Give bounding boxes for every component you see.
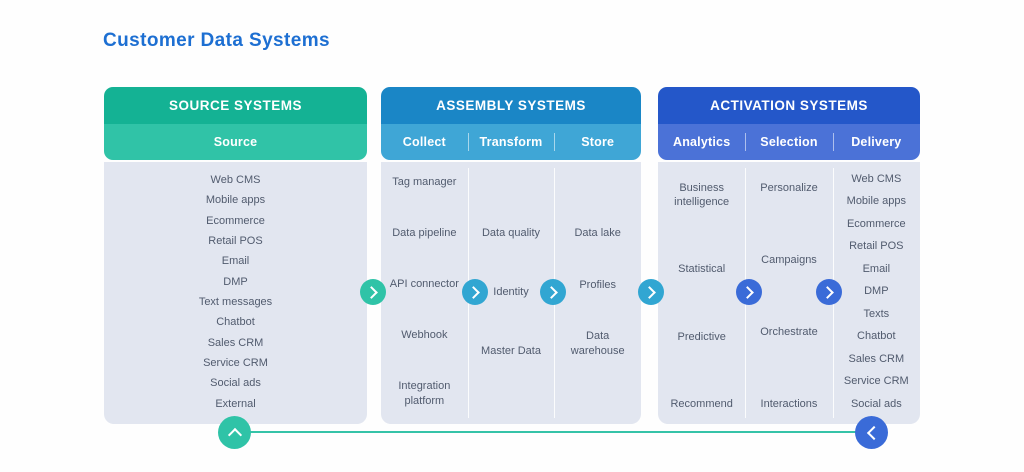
panel-assembly-title: ASSEMBLY SYSTEMS bbox=[381, 87, 641, 124]
list-item: Data quality bbox=[481, 227, 541, 239]
column-header-transform: Transform bbox=[467, 124, 555, 160]
list-item: Email bbox=[862, 262, 891, 275]
list-item: Service CRM bbox=[203, 356, 268, 369]
list-item: Texts bbox=[863, 307, 890, 320]
list-item: Sales CRM bbox=[207, 336, 264, 349]
column-header-delivery: Delivery bbox=[832, 124, 920, 160]
column-header-store: Store bbox=[554, 124, 641, 160]
chevron-right-icon bbox=[364, 285, 378, 299]
list-item: Mobile apps bbox=[205, 194, 266, 207]
store-to-analytics-arrow bbox=[638, 279, 664, 305]
list-item: Web CMS bbox=[210, 174, 261, 186]
list-item: DMP bbox=[864, 285, 889, 298]
list-item: Master Data bbox=[481, 344, 541, 357]
transform-to-store-arrow bbox=[540, 279, 566, 305]
list-item: Web CMS bbox=[851, 173, 902, 185]
chevron-right-icon bbox=[544, 285, 558, 299]
chevron-right-icon bbox=[820, 285, 834, 299]
list-item: Tag manager bbox=[392, 176, 457, 188]
column-header-source: Source bbox=[213, 135, 258, 149]
list-item: DMP bbox=[223, 275, 248, 288]
panel-activation-title: ACTIVATION SYSTEMS bbox=[658, 87, 920, 124]
list-item: External bbox=[215, 397, 256, 410]
list-item: Service CRM bbox=[843, 375, 909, 388]
page-title: Customer Data Systems bbox=[103, 30, 330, 51]
analytics-to-selection-arrow bbox=[736, 279, 762, 305]
selection-to-delivery-arrow bbox=[816, 279, 842, 305]
list-item: Chatbot bbox=[857, 330, 896, 343]
list-item: Retail POS bbox=[208, 234, 263, 247]
chevron-right-icon bbox=[740, 285, 754, 299]
list-item: Identity bbox=[493, 285, 529, 298]
column-header-selection: Selection bbox=[745, 124, 832, 160]
list-item: Statistical bbox=[678, 263, 726, 276]
list-item: Data lake bbox=[574, 227, 621, 239]
list-item: Recommend bbox=[670, 397, 733, 410]
list-item: Chatbot bbox=[216, 316, 255, 329]
chevron-right-icon bbox=[642, 285, 656, 299]
list-item: Ecommerce bbox=[206, 214, 265, 227]
collect-to-transform-arrow bbox=[462, 279, 488, 305]
feedback-loop-line bbox=[249, 431, 856, 433]
panel-source-title: SOURCE SYSTEMS bbox=[104, 87, 367, 124]
list-item: Mobile apps bbox=[846, 195, 906, 208]
list-item: API connector bbox=[389, 278, 459, 291]
list-item: Data pipeline bbox=[392, 227, 457, 240]
chevron-right-icon bbox=[466, 285, 480, 299]
list-item: Interactions bbox=[760, 397, 818, 410]
source-to-collect-arrow bbox=[360, 279, 386, 305]
list-item: Predictive bbox=[677, 330, 726, 343]
list-item: Text messages bbox=[198, 295, 273, 308]
list-item: Retail POS bbox=[849, 240, 904, 253]
panel-source-subheader: Source bbox=[104, 124, 367, 160]
list-item: Profiles bbox=[579, 278, 617, 291]
column-header-collect: Collect bbox=[402, 135, 446, 149]
list-item: Ecommerce bbox=[846, 217, 906, 230]
column-header-analytics: Analytics bbox=[672, 135, 731, 149]
list-item: Orchestrate bbox=[760, 325, 818, 338]
list-item: Business intelligence bbox=[674, 182, 730, 209]
chevron-up-icon bbox=[227, 427, 242, 442]
chevron-left-icon bbox=[866, 425, 881, 440]
list-item: Webhook bbox=[401, 329, 448, 342]
list-item: Email bbox=[221, 255, 250, 268]
list-item: Data warehouse bbox=[570, 330, 625, 357]
list-item: Personalize bbox=[760, 182, 818, 194]
list-item: Social ads bbox=[210, 377, 261, 390]
list-item: Social ads bbox=[850, 397, 902, 410]
list-item: Campaigns bbox=[761, 253, 817, 266]
list-item: Integration platform bbox=[398, 380, 451, 407]
feedback-left-arrow bbox=[855, 416, 888, 449]
list-item: Sales CRM bbox=[848, 352, 905, 365]
feedback-up-arrow bbox=[218, 416, 251, 449]
